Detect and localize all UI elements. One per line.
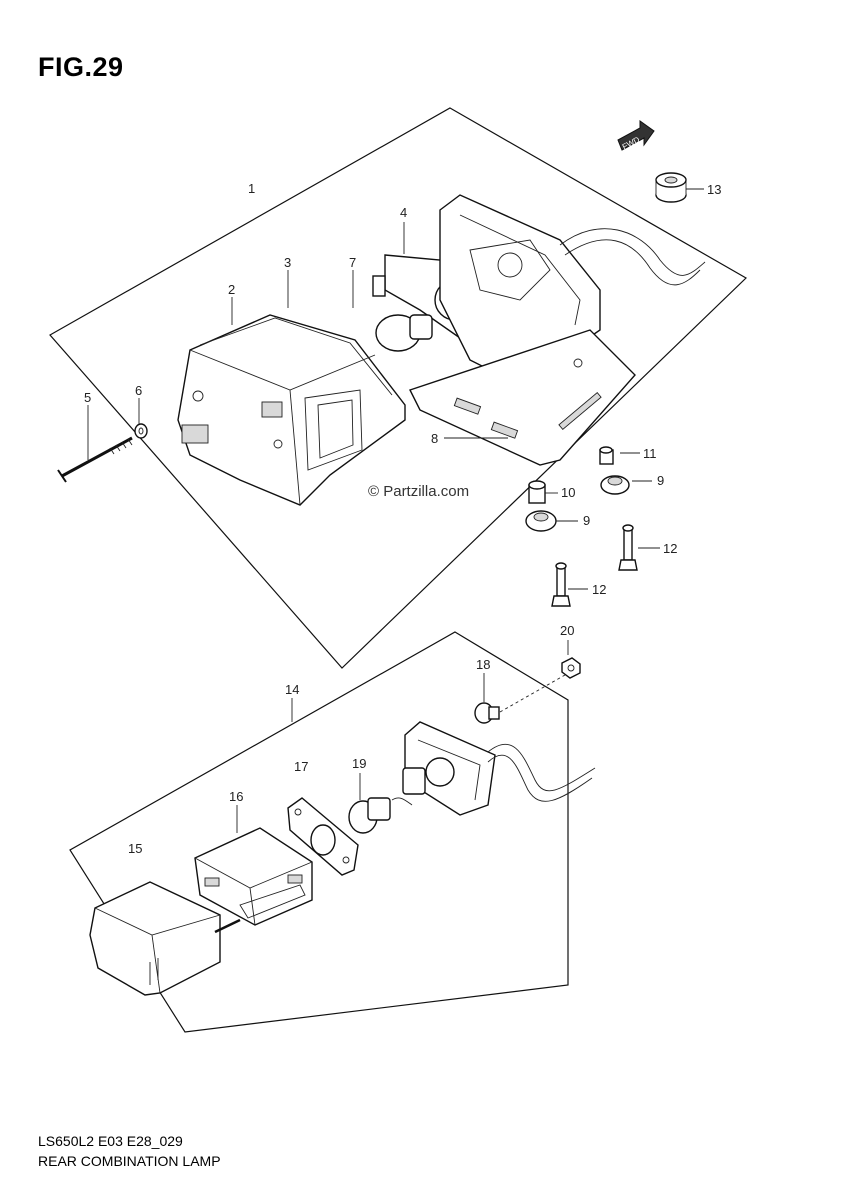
callout-labels: 1 2 3 4 5 6 7 8 9 9 10 11 12 12 13 14 15… [84,181,721,856]
part-9-grommet-lower [525,510,557,532]
part-9-grommet-upper [600,475,630,495]
callout-8: 8 [431,431,438,446]
part-8-mounting-plate [409,329,636,466]
diagram-code: LS650L2 E03 E28_029 [38,1133,183,1149]
part-18-screw [474,702,500,724]
callout-2: 2 [228,282,235,297]
callout-1: 1 [248,181,255,196]
figure-title: FIG.29 [38,52,124,82]
diagram-name: REAR COMBINATION LAMP [38,1153,221,1169]
part-19-bulb [348,797,391,834]
part-1-lamp-housing [439,194,706,386]
callout-15: 15 [128,841,142,856]
part-13-grommet [655,172,687,203]
callout-17: 17 [294,759,308,774]
part-12-bolt-upper [618,524,638,571]
part-7-bulb [372,275,433,352]
part-20-nut [561,657,581,679]
assembly-14-frame [69,631,569,1033]
leader-lines [87,188,704,833]
callout-18: 18 [476,657,490,672]
part-6-washer [134,423,148,439]
callout-16: 16 [229,789,243,804]
part-15-lens-cover [89,881,241,996]
part-12-bolt-lower [551,562,571,607]
part-2-3-lamp-lens [177,314,406,506]
callout-9-upper: 9 [657,473,664,488]
callout-14: 14 [285,682,299,697]
callout-12-lower: 12 [592,582,606,597]
callout-3: 3 [284,255,291,270]
part-5-bolt [57,436,133,483]
callout-19: 19 [352,756,366,771]
callout-13: 13 [707,182,721,197]
callout-7: 7 [349,255,356,270]
part-11-collar [599,446,614,465]
part-10-collar [528,480,546,504]
forward-arrow-icon: FWD [617,120,655,151]
part-14-socket-assembly [391,721,596,816]
assembly-1-frame [49,107,747,669]
callout-4: 4 [400,205,407,220]
watermark-text: © Partzilla.com [368,483,469,500]
part-17-gasket [287,797,359,876]
callout-12-upper: 12 [663,541,677,556]
callout-6: 6 [135,383,142,398]
callout-20: 20 [560,623,574,638]
callout-10: 10 [561,485,575,500]
callout-9-lower: 9 [583,513,590,528]
callout-5: 5 [84,390,91,405]
callout-11: 11 [643,446,657,461]
part-16-lens-base [194,827,313,926]
